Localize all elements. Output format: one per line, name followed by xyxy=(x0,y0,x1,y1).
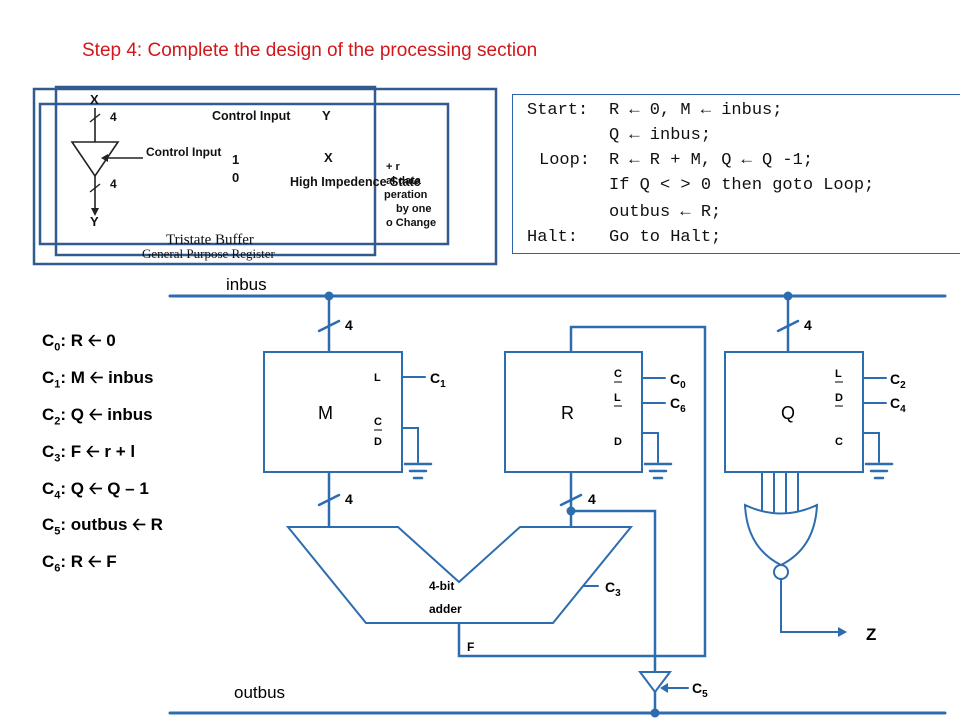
register-fragment: peration xyxy=(384,189,428,201)
tristate-image-frame xyxy=(54,85,377,257)
control-signal-list: C0: R 🡠 0 C1: M 🡠 inbus C2: Q 🡠 inbus C3… xyxy=(42,326,163,584)
tristate-x-label: X xyxy=(90,92,99,107)
adder-4bit xyxy=(285,526,634,624)
code-label: Halt: xyxy=(527,228,579,247)
register-fragment: al data xyxy=(386,175,422,187)
f-feedback-wire xyxy=(457,325,707,658)
register-q xyxy=(724,351,864,473)
table-row2-control: 0 xyxy=(232,170,239,185)
pin-label: D xyxy=(835,392,843,404)
table-row2-y: High Impedence State xyxy=(290,175,421,189)
code-statement: outbus ← R; xyxy=(609,203,722,222)
pin-label: C xyxy=(374,416,382,428)
bus-width-label: 4 xyxy=(345,317,353,333)
tristate-width-top: 4 xyxy=(110,110,117,124)
tristate-width-bottom: 4 xyxy=(110,177,117,191)
inbus-label: inbus xyxy=(226,275,267,294)
zero-output-z: Z xyxy=(866,625,876,644)
pin-label: C xyxy=(614,368,622,380)
control-label-c2: C2 xyxy=(890,371,906,391)
slide-title: Step 4: Complete the design of the proce… xyxy=(82,40,538,61)
register-q-name: Q xyxy=(781,403,795,423)
register-image-inner-frame xyxy=(38,102,450,246)
zero-detect-nor-gate xyxy=(743,503,819,567)
code-statement: If Q < > 0 then goto Loop; xyxy=(609,176,875,195)
control-signal-item: C1: M 🡠 inbus xyxy=(42,367,154,391)
tristate-y-label: Y xyxy=(90,214,99,229)
control-signal-item: C0: R 🡠 0 xyxy=(42,331,116,354)
register-m-name: M xyxy=(318,403,333,423)
inbus-tap-dot xyxy=(783,291,793,301)
code-statement: R ← 0, M ← inbus; xyxy=(609,101,783,120)
table-header-control: Control Input xyxy=(212,109,291,123)
bus-width-label: 4 xyxy=(345,491,353,507)
adder-output-f: F xyxy=(467,640,474,654)
control-label-c0: C0 xyxy=(670,371,686,391)
control-label-c3: C3 xyxy=(605,579,621,599)
tristate-control-label: Control Input xyxy=(146,145,221,159)
control-signal-item: C4: Q 🡠 Q – 1 xyxy=(42,478,149,501)
adder-label-line1: 4-bit xyxy=(429,579,454,593)
control-signal-item: C5: outbus 🡠 R xyxy=(42,515,163,538)
code-statement: Q ← inbus; xyxy=(609,126,712,145)
register-caption: General Purpose Register xyxy=(142,246,276,261)
control-signal-item: C6: R 🡠 F xyxy=(42,552,117,575)
output-tristate-buffer xyxy=(638,671,672,694)
register-fragment: by one xyxy=(396,203,431,215)
tristate-caption: Tristate Buffer xyxy=(166,232,254,248)
control-label-c4: C4 xyxy=(890,395,906,415)
pin-label: L xyxy=(374,372,381,384)
code-label: Start: xyxy=(527,101,589,120)
register-fragment: o Change xyxy=(386,217,436,229)
pin-label: L xyxy=(835,368,842,380)
pin-label: D xyxy=(374,436,382,448)
pin-label: C xyxy=(835,436,843,448)
adder-label-line2: adder xyxy=(429,602,462,616)
control-signal-item: C2: Q 🡠 inbus xyxy=(42,404,153,428)
outbus-tap-dot xyxy=(650,708,660,718)
pin-label: D xyxy=(614,436,622,448)
inbus-tap-dot xyxy=(324,291,334,301)
control-label-c6: C6 xyxy=(670,395,686,415)
code-statement: R ← R + M, Q ← Q -1; xyxy=(609,151,814,170)
register-r-name: R xyxy=(561,403,574,423)
control-label-c5: C5 xyxy=(692,680,708,700)
register-r xyxy=(504,351,643,473)
code-statement: Go to Halt; xyxy=(609,228,722,247)
outbus-label: outbus xyxy=(234,683,285,702)
table-row1-control: 1 xyxy=(232,152,239,167)
control-label-c1: C1 xyxy=(430,370,446,390)
rtl-code-panel: Start: R ← 0, M ← inbus; Q ← inbus; Loop… xyxy=(512,94,960,254)
register-fragment: + r xyxy=(386,161,400,173)
nor-bubble xyxy=(773,564,789,580)
r-output-dot xyxy=(566,506,576,516)
table-header-y: Y xyxy=(322,108,331,123)
pin-label: L xyxy=(614,392,621,404)
table-row1-y: X xyxy=(324,150,333,165)
bus-width-label: 4 xyxy=(588,491,596,507)
code-label: Loop: xyxy=(539,151,591,170)
register-m xyxy=(263,351,403,473)
r-to-buffer-wire xyxy=(569,509,657,674)
register-image-frame xyxy=(32,87,498,266)
control-signal-item: C3: F 🡠 r + l xyxy=(42,441,136,465)
bus-width-label: 4 xyxy=(804,317,812,333)
